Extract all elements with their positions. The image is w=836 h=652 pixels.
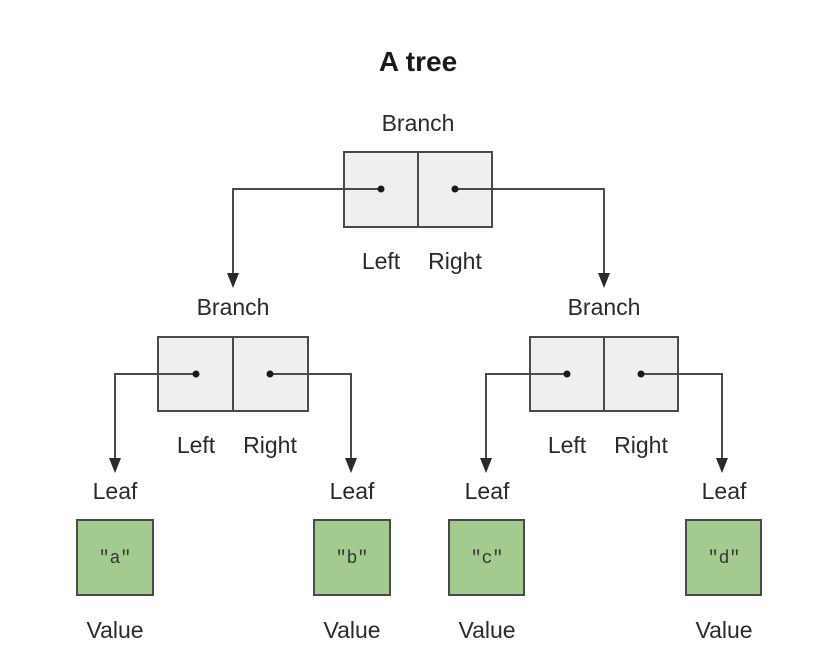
leaf-b-arrowhead [345,458,357,473]
root-right-arrowhead [598,273,610,288]
pointer-dots [192,185,645,378]
leaf-c-label: Leaf [465,478,510,504]
leaf-c-box [448,519,525,596]
leaf-d-box [685,519,762,596]
leaf-c-value: "c" [471,549,503,569]
root-left-label: Left [362,248,401,274]
leaf-c-value-caption: Value [458,617,515,643]
diagram-title: A tree [379,46,457,77]
leaf-a-edge [114,373,196,458]
leaf-a-label: Leaf [93,478,138,504]
leaf-d-value-caption: Value [695,617,752,643]
left-branch-right-label: Right [243,432,297,458]
right-branch-label: Branch [568,294,641,320]
right-branch-node: Branch Left Right [529,294,679,458]
left-branch-left-pointer-dot [192,370,200,378]
right-branch-right-label: Right [614,432,668,458]
leaf-b-box [313,519,391,596]
leaf-b-value-caption: Value [323,617,380,643]
left-branch-label: Branch [197,294,270,320]
left-branch-left-label: Left [177,432,216,458]
root-left-pointer-dot [377,185,385,193]
right-branch-left-pointer-dot [563,370,571,378]
leaf-node-d: Leaf "d" Value [685,478,762,643]
leaf-a-box [76,519,154,596]
right-branch-left-label: Left [548,432,587,458]
leaf-node-a: Leaf "a" Value [76,478,154,643]
leaf-d-arrowhead [716,458,728,473]
leaf-node-b: Leaf "b" Value [313,478,391,643]
leaf-d-value: "d" [708,549,740,569]
leaf-d-edge [641,373,723,458]
root-left-arrowhead [227,273,239,288]
leaf-b-label: Leaf [330,478,375,504]
edges [109,188,728,473]
root-branch-node: Branch Left Right [343,110,493,274]
right-branch-right-pointer-dot [637,370,645,378]
leaf-c-edge [485,373,567,458]
root-branch-label: Branch [382,110,455,136]
left-branch-node: Branch Left Right [157,294,309,458]
leaf-c-arrowhead [480,458,492,473]
leaf-b-value: "b" [336,549,368,569]
leaf-d-label: Leaf [702,478,747,504]
left-branch-right-pointer-dot [266,370,274,378]
root-right-label: Right [428,248,482,274]
leaf-b-edge [270,373,352,458]
root-right-pointer-dot [451,185,459,193]
leaf-node-c: Leaf "c" Value [448,478,525,643]
leaf-a-value-caption: Value [86,617,143,643]
root-left-edge [232,188,381,273]
leaf-a-value: "a" [99,549,131,569]
root-right-edge [455,188,605,273]
leaf-a-arrowhead [109,458,121,473]
